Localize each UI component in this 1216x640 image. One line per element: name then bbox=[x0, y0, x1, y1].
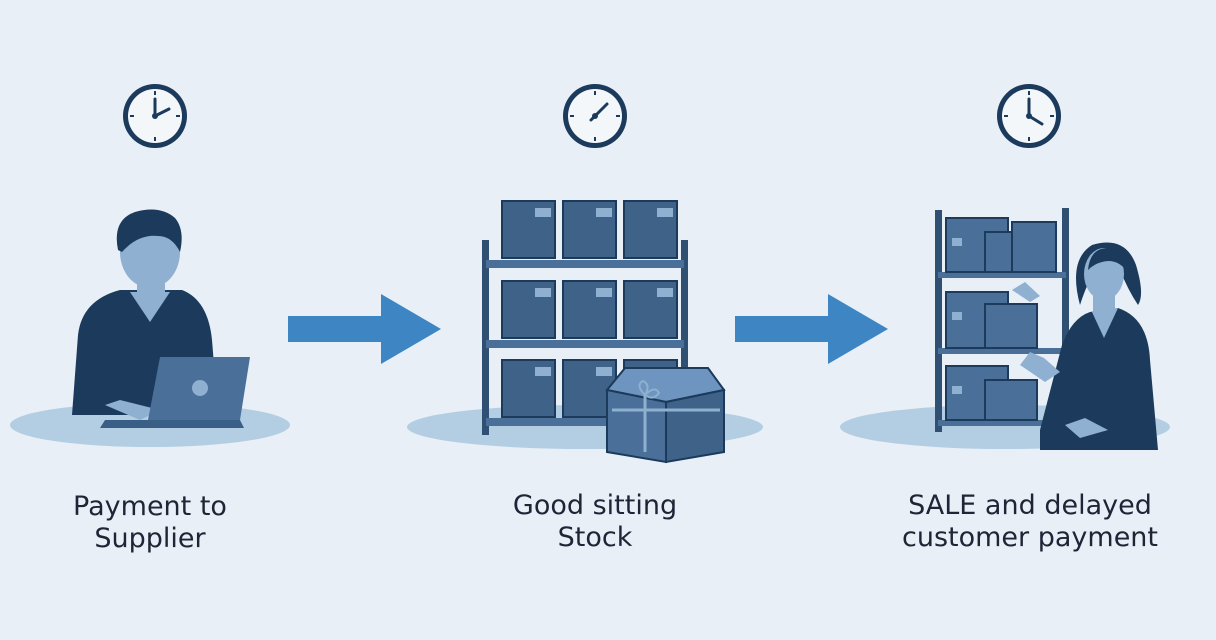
clock-icon bbox=[997, 84, 1061, 148]
stage-2-caption: Good sitting Stock bbox=[435, 490, 755, 554]
caption-line: Payment to bbox=[73, 491, 227, 522]
stage-1-caption: Payment to Supplier bbox=[0, 491, 310, 555]
arrow-right-icon bbox=[288, 294, 441, 364]
clock-icon bbox=[123, 84, 187, 148]
arrow-right-icon bbox=[735, 294, 888, 364]
gift-box-icon bbox=[605, 367, 726, 464]
person-shelf-icon bbox=[935, 208, 1158, 450]
clock-icon bbox=[563, 84, 627, 148]
caption-line: SALE and delayed bbox=[908, 490, 1152, 521]
caption-line: customer payment bbox=[902, 522, 1158, 553]
caption-line: Supplier bbox=[94, 523, 206, 554]
caption-line: Good sitting bbox=[512, 490, 678, 521]
caption-line: Stock bbox=[557, 522, 633, 553]
stage-3-caption: SALE and delayed customer payment bbox=[870, 490, 1190, 554]
person-laptop-icon bbox=[72, 209, 250, 428]
